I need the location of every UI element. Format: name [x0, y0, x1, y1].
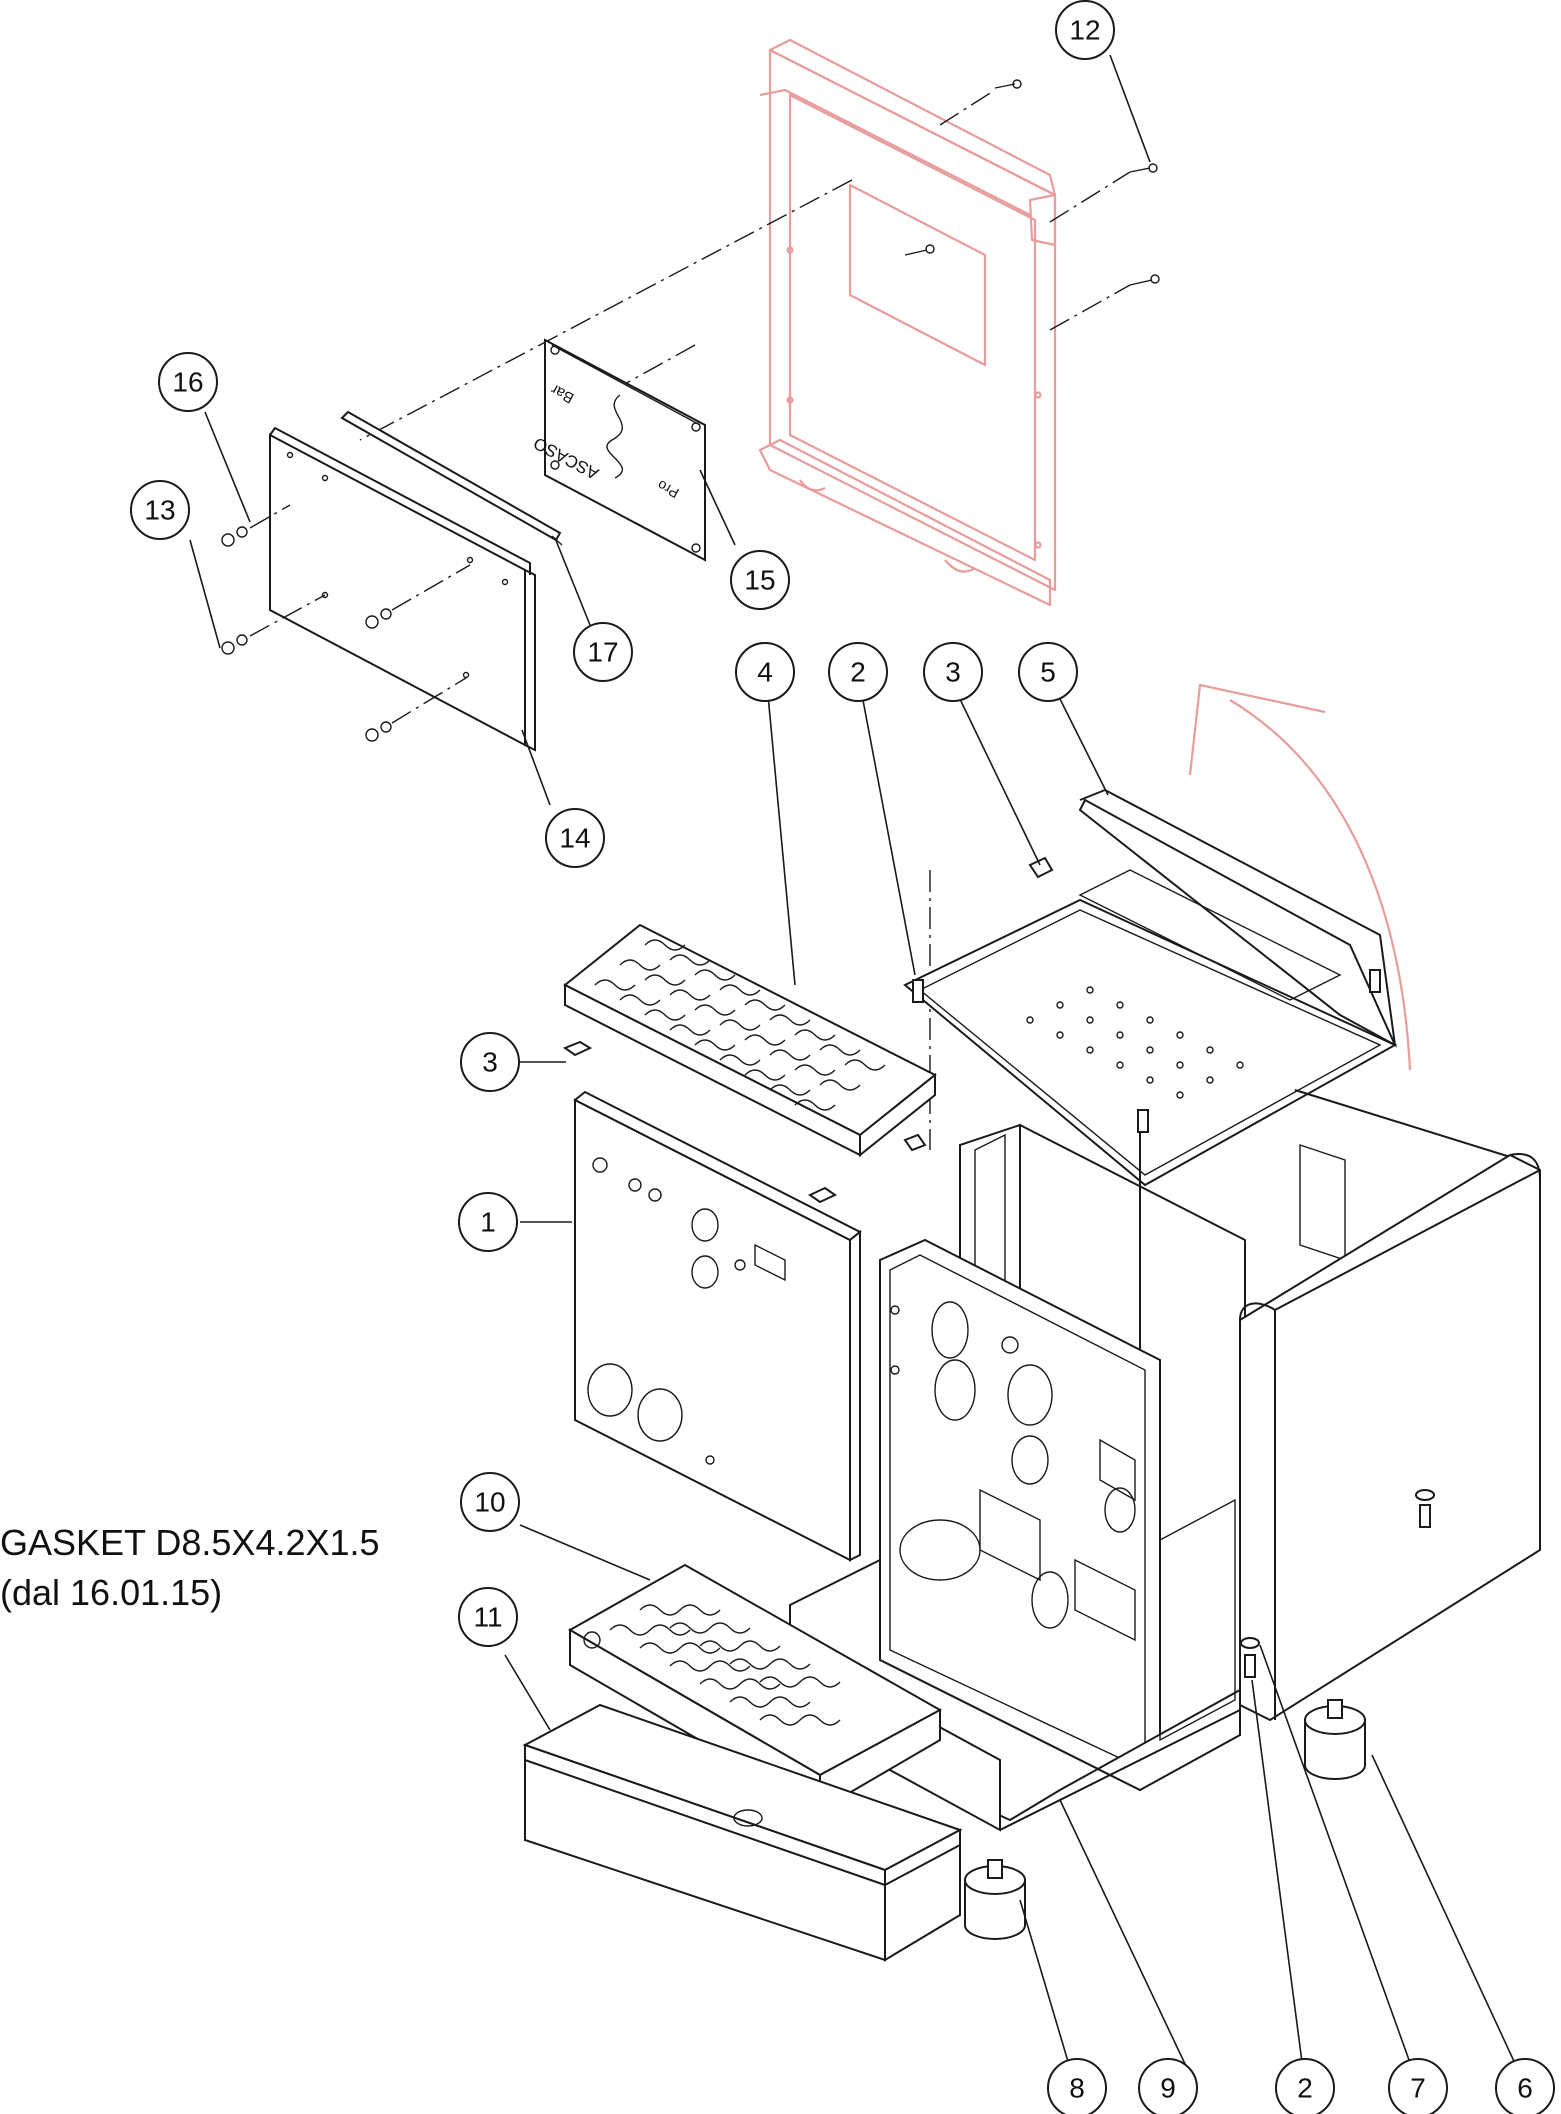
back-frame-part	[758, 38, 1057, 607]
washer-screw-part	[903, 856, 1435, 1678]
callout-10-label: 10	[474, 1487, 505, 1518]
callout-15: 15	[730, 550, 790, 610]
callout-4-label: 4	[757, 657, 773, 688]
callout-2-lower: 2	[1275, 2058, 1335, 2114]
name-plate-part: ASCASO Bar Pro	[530, 338, 706, 562]
leader-lines	[189, 54, 1526, 2086]
cup-tray-top-part	[562, 923, 937, 1204]
callout-4: 4	[735, 642, 795, 702]
callout-14: 14	[545, 808, 605, 868]
callout-17: 17	[573, 622, 633, 682]
callout-16: 16	[158, 352, 218, 412]
callout-1-label: 1	[480, 1207, 496, 1238]
nuts-part	[221, 504, 471, 742]
callout-7-label: 7	[1410, 2073, 1426, 2104]
callout-16-label: 16	[172, 367, 203, 398]
gasket-note: GASKET D8.5X4.2X1.5 (dal 16.01.15)	[0, 1518, 380, 1618]
callout-6-label: 6	[1517, 2073, 1533, 2104]
drip-tray-part	[522, 1703, 963, 1962]
lift-arrow	[1188, 683, 1412, 1071]
callout-13: 13	[130, 480, 190, 540]
callout-13-label: 13	[144, 495, 175, 526]
callout-1: 1	[458, 1192, 518, 1252]
callout-7: 7	[1388, 2058, 1448, 2114]
front-panel-plate-part	[269, 427, 536, 752]
callout-6: 6	[1495, 2058, 1555, 2114]
screw-part	[904, 79, 1160, 286]
callout-2-lower-label: 2	[1297, 2073, 1313, 2104]
top-lid-part	[903, 789, 1398, 1187]
callout-12-label: 12	[1069, 15, 1100, 46]
callout-11: 11	[458, 1587, 518, 1647]
callout-15-label: 15	[744, 565, 775, 596]
front-side-panel-part	[573, 1090, 862, 1562]
gasket-note-line2: (dal 16.01.15)	[0, 1572, 223, 1613]
foot-part	[964, 1699, 1366, 1940]
gasket-note-line1: GASKET D8.5X4.2X1.5	[0, 1522, 380, 1563]
callout-9: 9	[1138, 2058, 1198, 2114]
callout-3-lower: 3	[460, 1032, 520, 1092]
callout-5-label: 5	[1040, 657, 1056, 688]
callout-17-label: 17	[587, 637, 618, 668]
callout-5: 5	[1018, 642, 1078, 702]
callout-8-label: 8	[1069, 2073, 1085, 2104]
callout-3-lower-label: 3	[482, 1047, 498, 1078]
right-side-panel-part	[1239, 1153, 1541, 1722]
callout-10: 10	[460, 1472, 520, 1532]
callout-14-label: 14	[559, 823, 590, 854]
callout-12: 12	[1055, 0, 1115, 60]
callout-11-label: 11	[473, 1602, 502, 1633]
callout-3-upper-label: 3	[945, 657, 961, 688]
trim-strip-part	[340, 410, 563, 546]
callout-2-upper: 2	[828, 642, 888, 702]
callout-2-upper-label: 2	[850, 657, 866, 688]
callout-9-label: 9	[1160, 2073, 1176, 2104]
callout-8: 8	[1047, 2058, 1107, 2114]
callout-3-upper: 3	[923, 642, 983, 702]
